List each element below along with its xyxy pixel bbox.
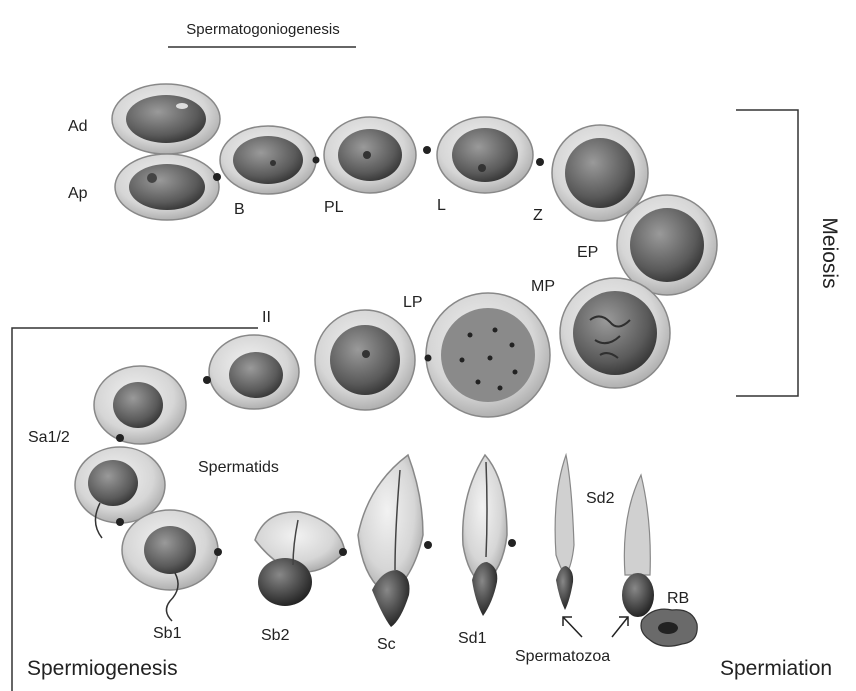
label-ii: II bbox=[262, 309, 271, 326]
label-ep: EP bbox=[577, 244, 598, 261]
cell-sc bbox=[358, 455, 432, 627]
cell-sa12-top bbox=[94, 366, 186, 444]
title-spermatogoniogenesis: Spermatogoniogenesis bbox=[186, 21, 339, 38]
label-sb2: Sb2 bbox=[261, 627, 290, 644]
spermatozoon-right bbox=[622, 475, 654, 617]
spermatozoon-left bbox=[555, 455, 574, 610]
cell-sb2 bbox=[255, 512, 347, 606]
label-ad: Ad bbox=[68, 118, 88, 135]
meiosis-bracket bbox=[736, 110, 798, 396]
label-lp: LP bbox=[403, 294, 423, 311]
cell-mp bbox=[560, 278, 670, 388]
label-pl: PL bbox=[324, 199, 344, 216]
cell-l bbox=[437, 117, 544, 193]
cell-sb1 bbox=[116, 510, 222, 621]
cell-z bbox=[552, 125, 648, 221]
label-spermiogenesis: Spermiogenesis bbox=[27, 657, 178, 680]
arrow-spermatozoa-right bbox=[612, 617, 628, 637]
label-rb: RB bbox=[667, 590, 689, 607]
label-b: B bbox=[234, 201, 245, 218]
label-sb1: Sb1 bbox=[153, 625, 182, 642]
cell-sd1 bbox=[463, 455, 516, 616]
arrow-spermatozoa-left bbox=[563, 617, 582, 637]
cell-b bbox=[220, 126, 320, 194]
label-sd2: Sd2 bbox=[586, 490, 615, 507]
label-sd1: Sd1 bbox=[458, 630, 487, 647]
label-l: L bbox=[437, 197, 446, 214]
label-z: Z bbox=[533, 207, 543, 224]
label-sc: Sc bbox=[377, 636, 396, 653]
label-spermatozoa: Spermatozoa bbox=[515, 648, 610, 665]
label-spermatids: Spermatids bbox=[198, 459, 279, 476]
residual-body bbox=[641, 609, 697, 646]
cell-ii-small bbox=[203, 335, 299, 409]
label-mp: MP bbox=[531, 278, 555, 295]
label-spermiation: Spermiation bbox=[720, 657, 832, 680]
label-ap: Ap bbox=[68, 185, 88, 202]
meiosis-label: Meiosis bbox=[818, 217, 841, 288]
cell-ap bbox=[115, 154, 221, 220]
cell-lp bbox=[425, 293, 551, 417]
cell-ad bbox=[112, 84, 220, 154]
cell-pl bbox=[324, 117, 431, 193]
cell-ii-large bbox=[315, 310, 415, 410]
label-sa12: Sa1/2 bbox=[28, 429, 70, 446]
